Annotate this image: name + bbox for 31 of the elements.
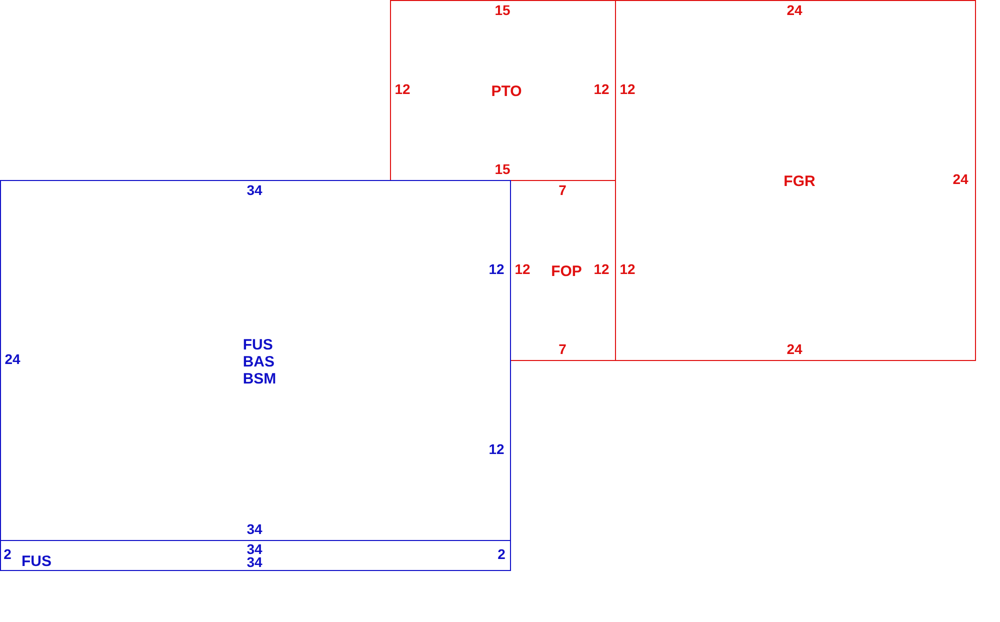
- dimension-label: 2: [4, 546, 12, 560]
- dimension-label: 12: [594, 82, 610, 96]
- room-label: PTO: [491, 84, 522, 98]
- room-label: FUS: [22, 554, 52, 568]
- dimension-label: 24: [786, 342, 802, 356]
- dimension-label: 15: [494, 162, 510, 176]
- room-outline: [390, 0, 616, 181]
- room-outline: [0, 180, 511, 541]
- dimension-label: 24: [4, 352, 20, 366]
- room-label: FOP: [551, 264, 582, 278]
- dimension-label: 12: [514, 262, 530, 276]
- dimension-label: 24: [952, 172, 968, 186]
- dimension-label: 12: [594, 262, 610, 276]
- dimension-label: 7: [558, 182, 566, 196]
- dimension-label: 12: [620, 262, 636, 276]
- dimension-label: 34: [246, 554, 262, 568]
- dimension-label: 24: [786, 2, 802, 16]
- dimension-label: 2: [498, 546, 506, 560]
- dimension-label: 12: [488, 442, 504, 456]
- dimension-label: 34: [246, 522, 262, 536]
- dimension-label: 7: [558, 342, 566, 356]
- dimension-label: 15: [494, 2, 510, 16]
- room-label: FUS BAS BSM: [242, 336, 276, 387]
- room-outline: [615, 0, 976, 361]
- dimension-label: 34: [246, 182, 262, 196]
- room-label: FGR: [784, 174, 816, 188]
- dimension-label: 12: [488, 262, 504, 276]
- dimension-label: 12: [620, 82, 636, 96]
- room-outline: [0, 540, 511, 571]
- dimension-label: 12: [394, 82, 410, 96]
- dimension-label: 34: [246, 542, 262, 556]
